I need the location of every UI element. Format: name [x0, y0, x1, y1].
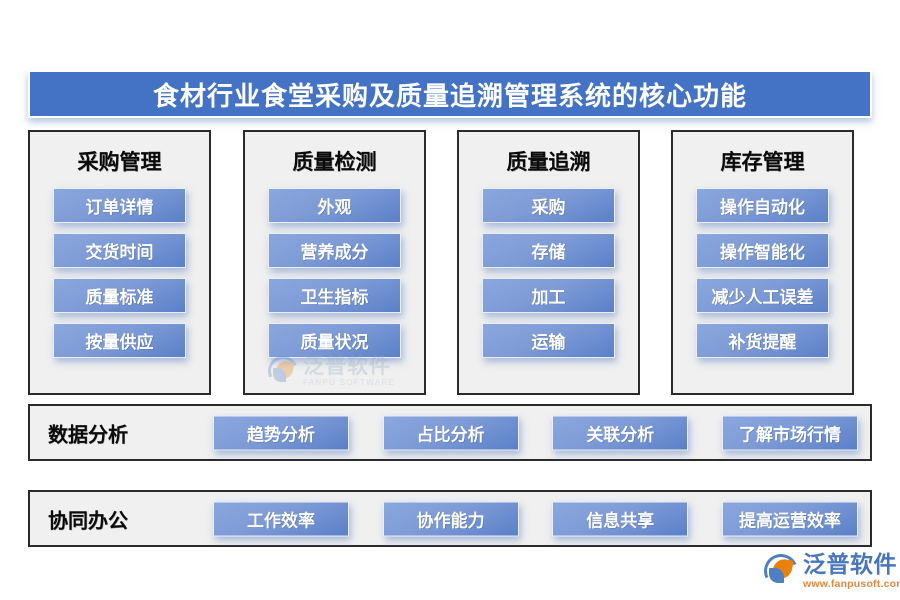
feature-button[interactable]: 采购: [482, 188, 615, 223]
feature-card-inventory: 库存管理 操作自动化 操作智能化 减少人工误差 补货提醒: [671, 130, 854, 395]
feature-button[interactable]: 占比分析: [382, 415, 519, 450]
feature-button[interactable]: 提高运营效率: [721, 501, 858, 536]
feature-button[interactable]: 协作能力: [382, 501, 519, 536]
feature-row-collaboration: 协同办公 工作效率 协作能力 信息共享 提高运营效率: [28, 490, 872, 547]
card-item-list: 采购 存储 加工 运输: [459, 188, 638, 358]
feature-button[interactable]: 外观: [268, 188, 401, 223]
card-item-list: 操作自动化 操作智能化 减少人工误差 补货提醒: [673, 188, 852, 358]
feature-card-quality-traceability: 质量追溯 采购 存储 加工 运输: [457, 130, 640, 395]
feature-button[interactable]: 趋势分析: [213, 415, 349, 450]
feature-button[interactable]: 按量供应: [53, 323, 186, 358]
feature-button[interactable]: 质量标准: [53, 278, 186, 313]
brand-logo: 泛普软件 www.fanpusoft.com: [759, 548, 900, 594]
brand-name: 泛普软件: [803, 550, 897, 577]
card-title: 质量检测: [292, 150, 377, 174]
feature-button[interactable]: 卫生指标: [268, 278, 401, 313]
feature-button[interactable]: 工作效率: [213, 501, 349, 536]
feature-button[interactable]: 操作自动化: [696, 188, 829, 223]
feature-row-data-analysis: 数据分析 趋势分析 占比分析 关联分析 了解市场行情: [28, 404, 872, 461]
row-item-list: 工作效率 协作能力 信息共享 提高运营效率: [213, 501, 858, 536]
feature-card-quality-inspection: 质量检测 外观 营养成分 卫生指标 质量状况: [243, 130, 426, 395]
card-title: 库存管理: [720, 150, 805, 174]
feature-button[interactable]: 订单详情: [53, 188, 186, 223]
card-title: 质量追溯: [506, 150, 591, 174]
feature-button[interactable]: 营养成分: [268, 233, 401, 268]
feature-button[interactable]: 减少人工误差: [696, 278, 829, 313]
feature-card-procurement: 采购管理 订单详情 交货时间 质量标准 按量供应: [28, 130, 211, 395]
page-title: 食材行业食堂采购及质量追溯管理系统的核心功能: [152, 81, 747, 111]
feature-button[interactable]: 了解市场行情: [721, 415, 858, 450]
fanpu-logo-icon: [759, 549, 803, 593]
card-item-list: 订单详情 交货时间 质量标准 按量供应: [30, 188, 209, 358]
feature-button[interactable]: 补货提醒: [696, 323, 829, 358]
row-item-list: 趋势分析 占比分析 关联分析 了解市场行情: [213, 415, 858, 450]
feature-button[interactable]: 存储: [482, 233, 615, 268]
feature-button[interactable]: 加工: [482, 278, 615, 313]
brand-url: www.fanpusoft.com: [803, 577, 900, 590]
row-label: 协同办公: [48, 510, 128, 532]
feature-button[interactable]: 关联分析: [552, 415, 689, 450]
feature-button[interactable]: 操作智能化: [696, 233, 829, 268]
feature-button[interactable]: 交货时间: [53, 233, 186, 268]
row-label: 数据分析: [48, 424, 128, 446]
card-title: 采购管理: [77, 150, 162, 174]
feature-button[interactable]: 质量状况: [268, 323, 401, 358]
feature-button[interactable]: 信息共享: [552, 501, 689, 536]
page-title-bar: 食材行业食堂采购及质量追溯管理系统的核心功能: [28, 70, 872, 118]
card-item-list: 外观 营养成分 卫生指标 质量状况: [245, 188, 424, 358]
feature-button[interactable]: 运输: [482, 323, 615, 358]
